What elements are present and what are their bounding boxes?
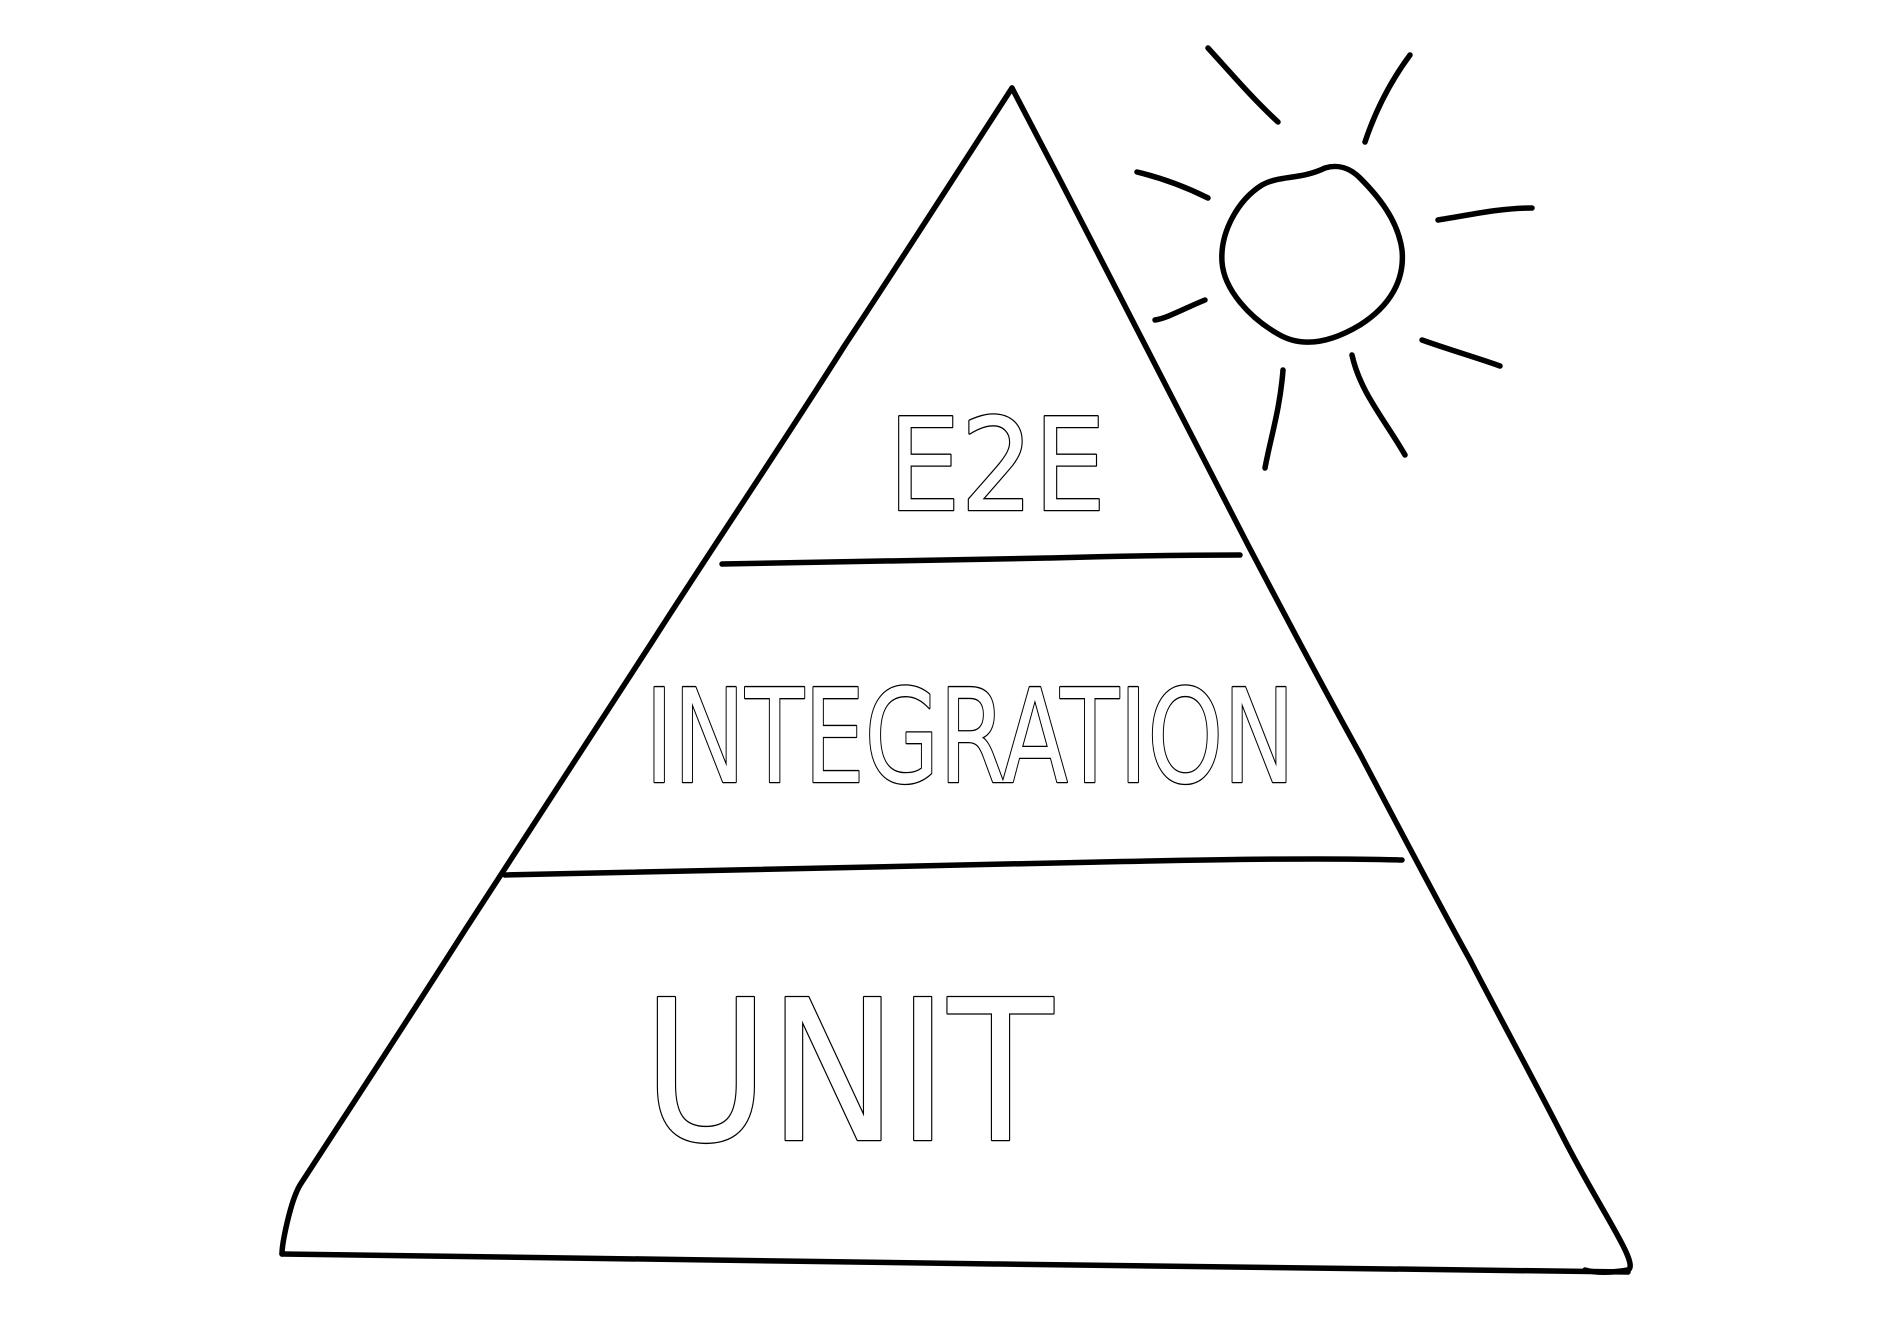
layer-divider-top [719, 552, 1243, 567]
layer-divider-bottom [502, 856, 1405, 878]
pyramid-right-edge [1009, 85, 1633, 1276]
sun-ray [1349, 352, 1408, 458]
pyramid-left-edge [279, 85, 1015, 1257]
sun-ray [1362, 52, 1413, 145]
layer-label-e2e: E2E [888, 392, 1106, 541]
sun-ray [1262, 367, 1286, 471]
sun-ray [1134, 169, 1211, 201]
sun-icon [1134, 45, 1535, 471]
pyramid [279, 85, 1633, 1276]
sun-ray [1205, 45, 1281, 125]
sun-ray [1152, 297, 1208, 323]
layer-label-integration: INTEGRATION [645, 661, 1295, 813]
sun-ray [1419, 337, 1503, 369]
sun-disc [1219, 163, 1406, 345]
sun-ray [1435, 205, 1535, 223]
layer-label-unit: UNIT [643, 959, 1054, 1187]
pyramid-base [279, 1251, 1631, 1275]
